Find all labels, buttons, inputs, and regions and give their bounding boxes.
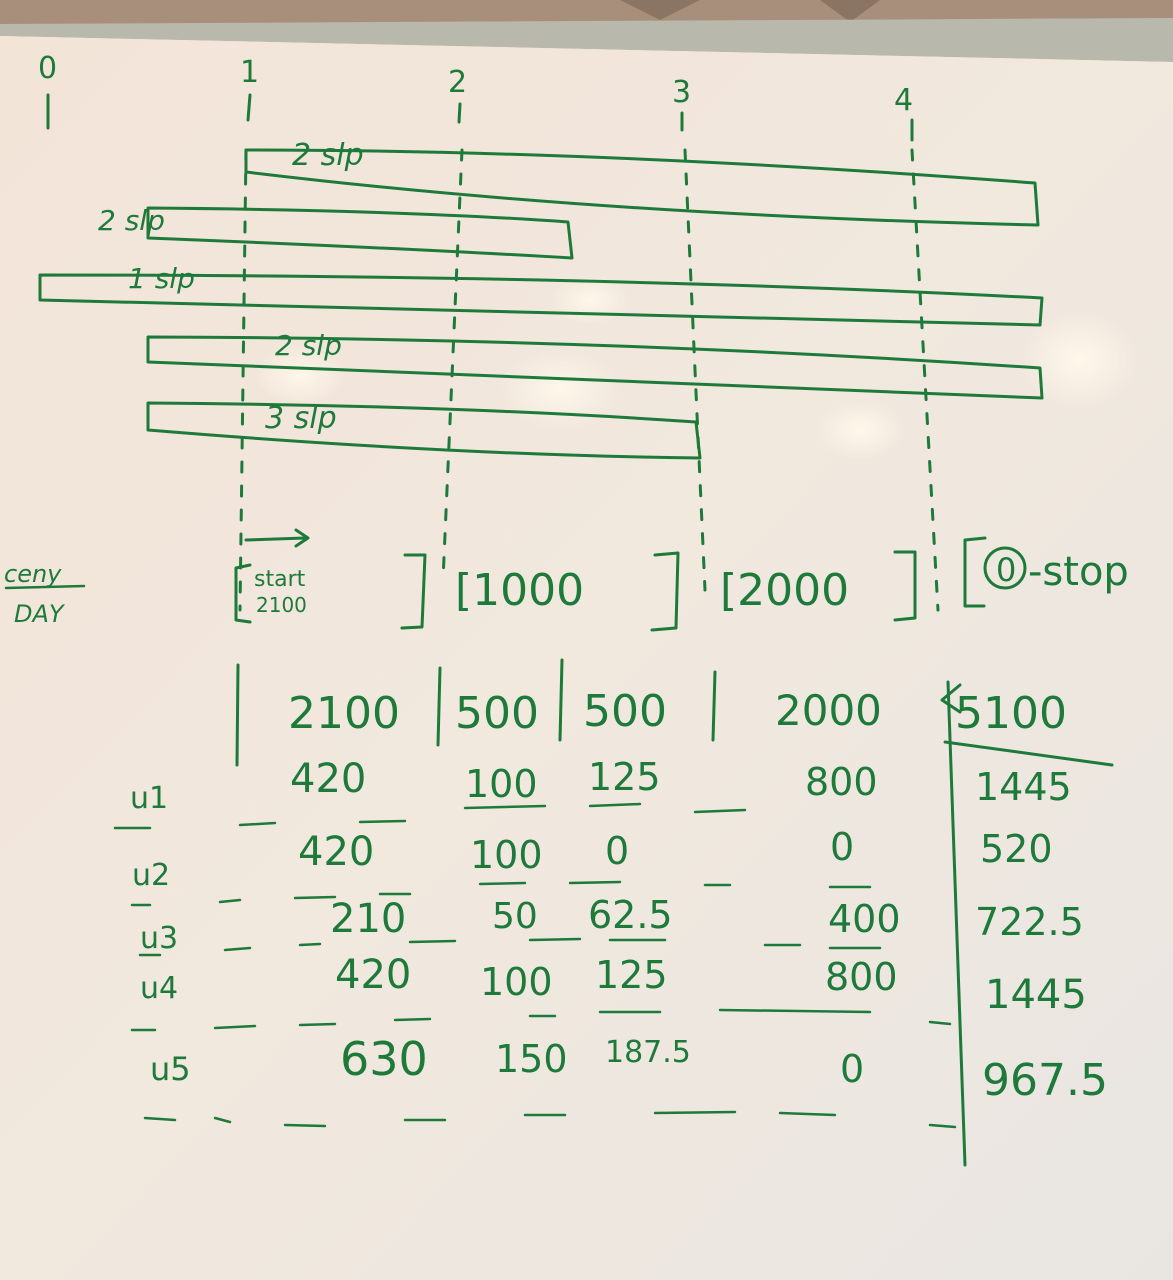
guide-line-2 [441,148,464,582]
stay-bar-label: 2 slp [275,329,342,362]
table-cell: 150 [495,1037,568,1081]
table-cell: 420 [335,952,411,998]
table-column-divider [711,670,717,742]
price-mid-2: [2000 [720,565,849,616]
table-cell: 100 [470,833,543,877]
light-reflection [255,345,345,405]
table-column-divider [436,666,442,747]
price-start-value: 2100 [256,593,307,617]
table-header: 2000 [775,686,882,735]
table-cell: 0 [840,1047,864,1091]
table-cell: 125 [595,953,668,997]
stay-bar [146,335,1044,400]
table-total-divider [946,680,967,1167]
bracket-close [650,551,680,632]
row-label: u3 [140,921,178,956]
bracket-close [893,550,917,622]
tick-label: 0 [38,51,57,86]
tick-label: 4 [894,83,913,118]
row-label: u2 [132,858,170,893]
price-label-top: ceny [4,560,62,588]
price-start-label: start [254,567,306,592]
stay-bar [38,273,1044,327]
table-cell: 630 [340,1032,428,1086]
light-reflection [815,400,905,460]
table-cell: 400 [828,897,901,941]
table-header-underline [943,740,1114,767]
table-total: 1445 [975,765,1072,809]
table-header: 5100 [955,688,1067,739]
table-cell: 187.5 [605,1035,691,1070]
table-cell: 50 [492,896,538,937]
tick-mark [246,93,252,122]
table-header: 500 [455,688,539,739]
bracket-close [400,553,427,630]
price-stop-text: -stop [1028,549,1129,595]
light-reflection [1020,310,1140,410]
stay-bar [244,148,1040,227]
table-column-divider [235,663,240,767]
wall-pattern [620,0,880,22]
tick-label: 1 [240,55,259,90]
stay-bar-label: 3 slp [265,401,337,436]
table-cell: 100 [480,960,553,1004]
total-marker [940,683,962,714]
table-column-divider [558,658,564,742]
table-cell: 420 [298,829,374,875]
price-mid-1: [1000 [455,565,584,616]
stop-bracket [963,536,987,608]
tick-label: 2 [448,65,467,100]
start-bracket [234,563,252,624]
guide-line-1 [238,148,248,612]
start-arrow [244,536,307,542]
row-label: u4 [140,971,178,1006]
row-label: u1 [130,781,168,816]
tick-mark [457,102,462,124]
stop-circle [983,546,1027,590]
table-cell: 100 [465,762,538,806]
row-divider [138,937,882,957]
table-cell: 0 [830,825,854,869]
row-divider [130,1008,952,1032]
stay-bar [146,206,574,260]
table-cell: 800 [805,760,878,804]
tick-label: 3 [672,75,691,110]
table-total: 722.5 [975,900,1084,944]
row-divider [113,802,747,830]
stay-bar-label: 1 slp [128,262,195,295]
start-arrow-head [294,528,310,548]
table-cell: 62.5 [588,893,673,937]
light-reflection [500,350,620,430]
price-label-divider [4,584,86,590]
table-cell: 800 [825,955,898,999]
table-header: 2100 [288,688,400,739]
guide-line-3 [683,148,707,592]
table-cell: 420 [290,756,366,802]
stay-bar [146,401,702,460]
table-total: 967.5 [982,1055,1108,1106]
table-total: 520 [980,827,1053,871]
board-frame [0,18,1173,62]
table-cell: 210 [330,896,406,942]
row-divider [130,880,872,907]
stay-bar-label: 2 slp [98,204,165,237]
guide-line-4 [910,148,940,612]
row-label: u5 [150,1050,191,1088]
stay-bar-label: 2 slp [292,138,364,173]
table-cell: 0 [605,829,629,873]
table-total: 1445 [985,972,1087,1018]
table-cell: 125 [588,755,661,799]
price-stop-digit: 0 [996,551,1016,589]
table-header: 500 [583,686,667,737]
row-divider [143,1110,957,1129]
price-label-bottom: DAY [14,600,66,628]
